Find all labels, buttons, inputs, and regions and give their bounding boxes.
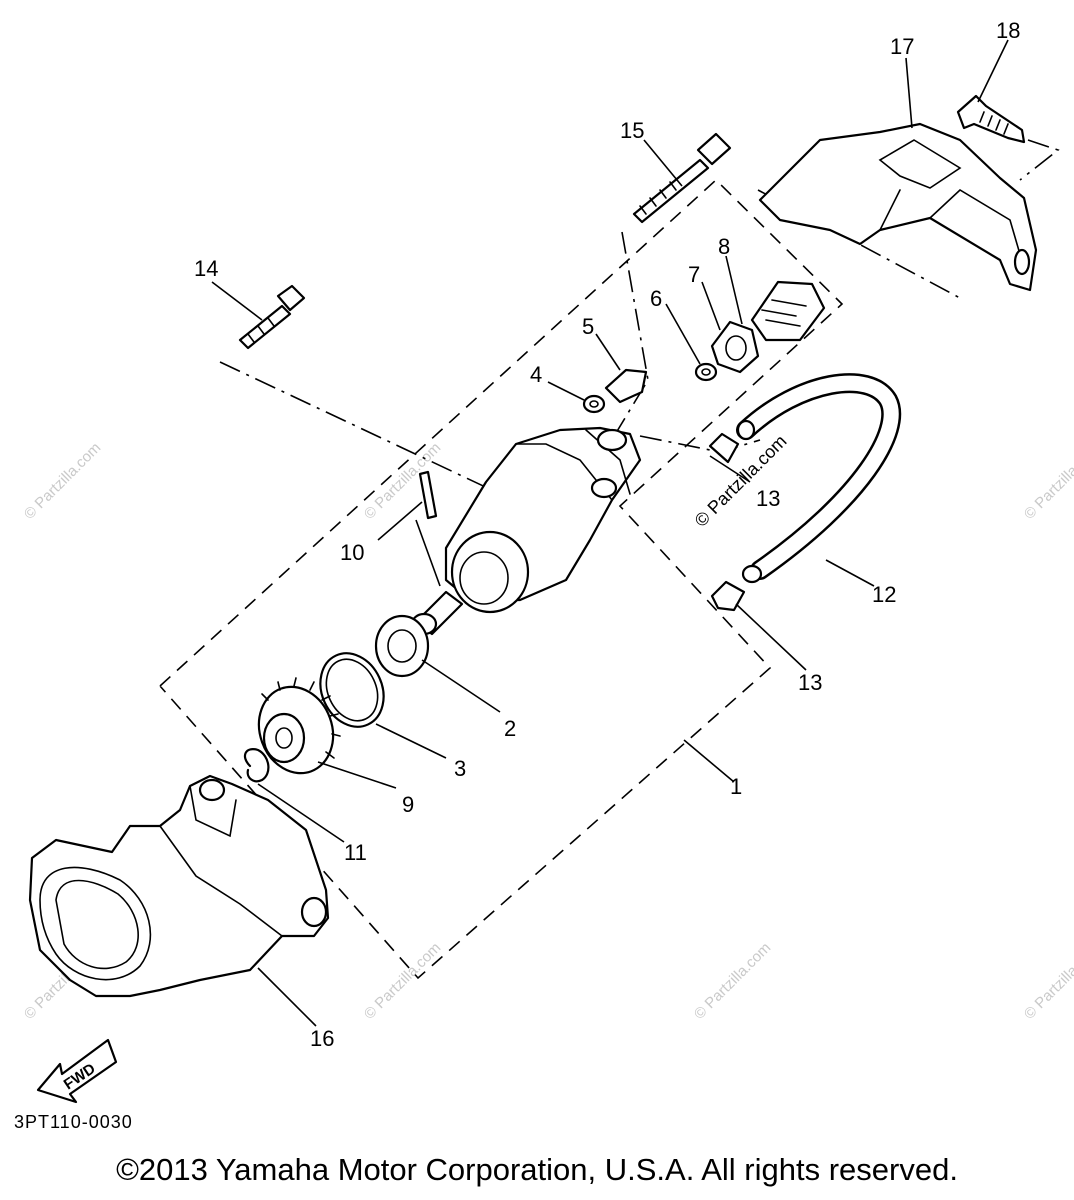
- callout-18: 18: [996, 18, 1020, 43]
- watermark: © Partzilla.com: [1021, 939, 1074, 1022]
- leader-lines: [211, 39, 1009, 1027]
- fwd-arrow-icon: FWD: [36, 1038, 118, 1104]
- callout-2: 2: [504, 716, 516, 741]
- screw-part-5[interactable]: [604, 368, 648, 404]
- axis-line: [595, 231, 649, 467]
- callout-13a: 13: [756, 486, 780, 511]
- pump-body[interactable]: [410, 426, 642, 636]
- axis-line: [219, 361, 497, 493]
- clamp-part-13[interactable]: [710, 580, 746, 612]
- hose-part-12[interactable]: [736, 373, 902, 584]
- callout-6: 6: [650, 286, 662, 311]
- washer-part-6[interactable]: [694, 362, 718, 382]
- callout-5: 5: [582, 314, 594, 339]
- callout-1: 1: [730, 774, 742, 799]
- bolt-part-15[interactable]: [632, 132, 732, 224]
- callout-4: 4: [530, 362, 542, 387]
- plug-part-8[interactable]: [750, 280, 826, 342]
- watermark: © Partzilla.com: [1021, 439, 1074, 522]
- screw-part-18[interactable]: [956, 94, 1026, 144]
- callout-11: 11: [344, 840, 367, 865]
- copyright-notice: ©2013 Yamaha Motor Corporation, U.S.A. A…: [116, 1152, 958, 1187]
- bracket-part-17[interactable]: [758, 122, 1038, 292]
- callout-16: 16: [310, 1026, 334, 1051]
- watermark: © Partzilla.com: [691, 431, 791, 531]
- housing-part-16[interactable]: [28, 774, 330, 998]
- callout-7: 7: [688, 262, 700, 287]
- bearing-part-2[interactable]: [374, 614, 430, 678]
- callout-14: 14: [194, 256, 218, 281]
- watermark: © Partzilla.com: [691, 939, 774, 1022]
- nut-part-7[interactable]: [710, 320, 760, 374]
- pin-part-10[interactable]: [418, 470, 438, 520]
- callout-15: 15: [620, 118, 644, 143]
- callout-10: 10: [340, 540, 364, 565]
- gear-part-9[interactable]: [247, 676, 345, 783]
- watermark: © Partzilla.com: [361, 939, 444, 1022]
- circlip-part-11[interactable]: [243, 748, 270, 783]
- diagram-code: 3PT110-0030: [14, 1112, 133, 1132]
- callout-9: 9: [402, 792, 414, 817]
- callout-17: 17: [890, 34, 914, 59]
- callout-labels: 1 2 3 4 5 6 7 8 9 10 11 12 13 13 14 15 1…: [194, 18, 1020, 1051]
- bolt-part-14[interactable]: [238, 284, 306, 350]
- axis-line: [1019, 139, 1060, 181]
- washer-part-4[interactable]: [582, 394, 606, 414]
- callout-8: 8: [718, 234, 730, 259]
- callout-13b: 13: [798, 670, 822, 695]
- callout-12: 12: [872, 582, 896, 607]
- assembly-outline: [159, 178, 844, 980]
- callout-3: 3: [454, 756, 466, 781]
- watermark: © Partzilla.com: [21, 439, 104, 522]
- o-ring-part-3[interactable]: [309, 643, 395, 737]
- clamp-part-13[interactable]: [708, 432, 740, 464]
